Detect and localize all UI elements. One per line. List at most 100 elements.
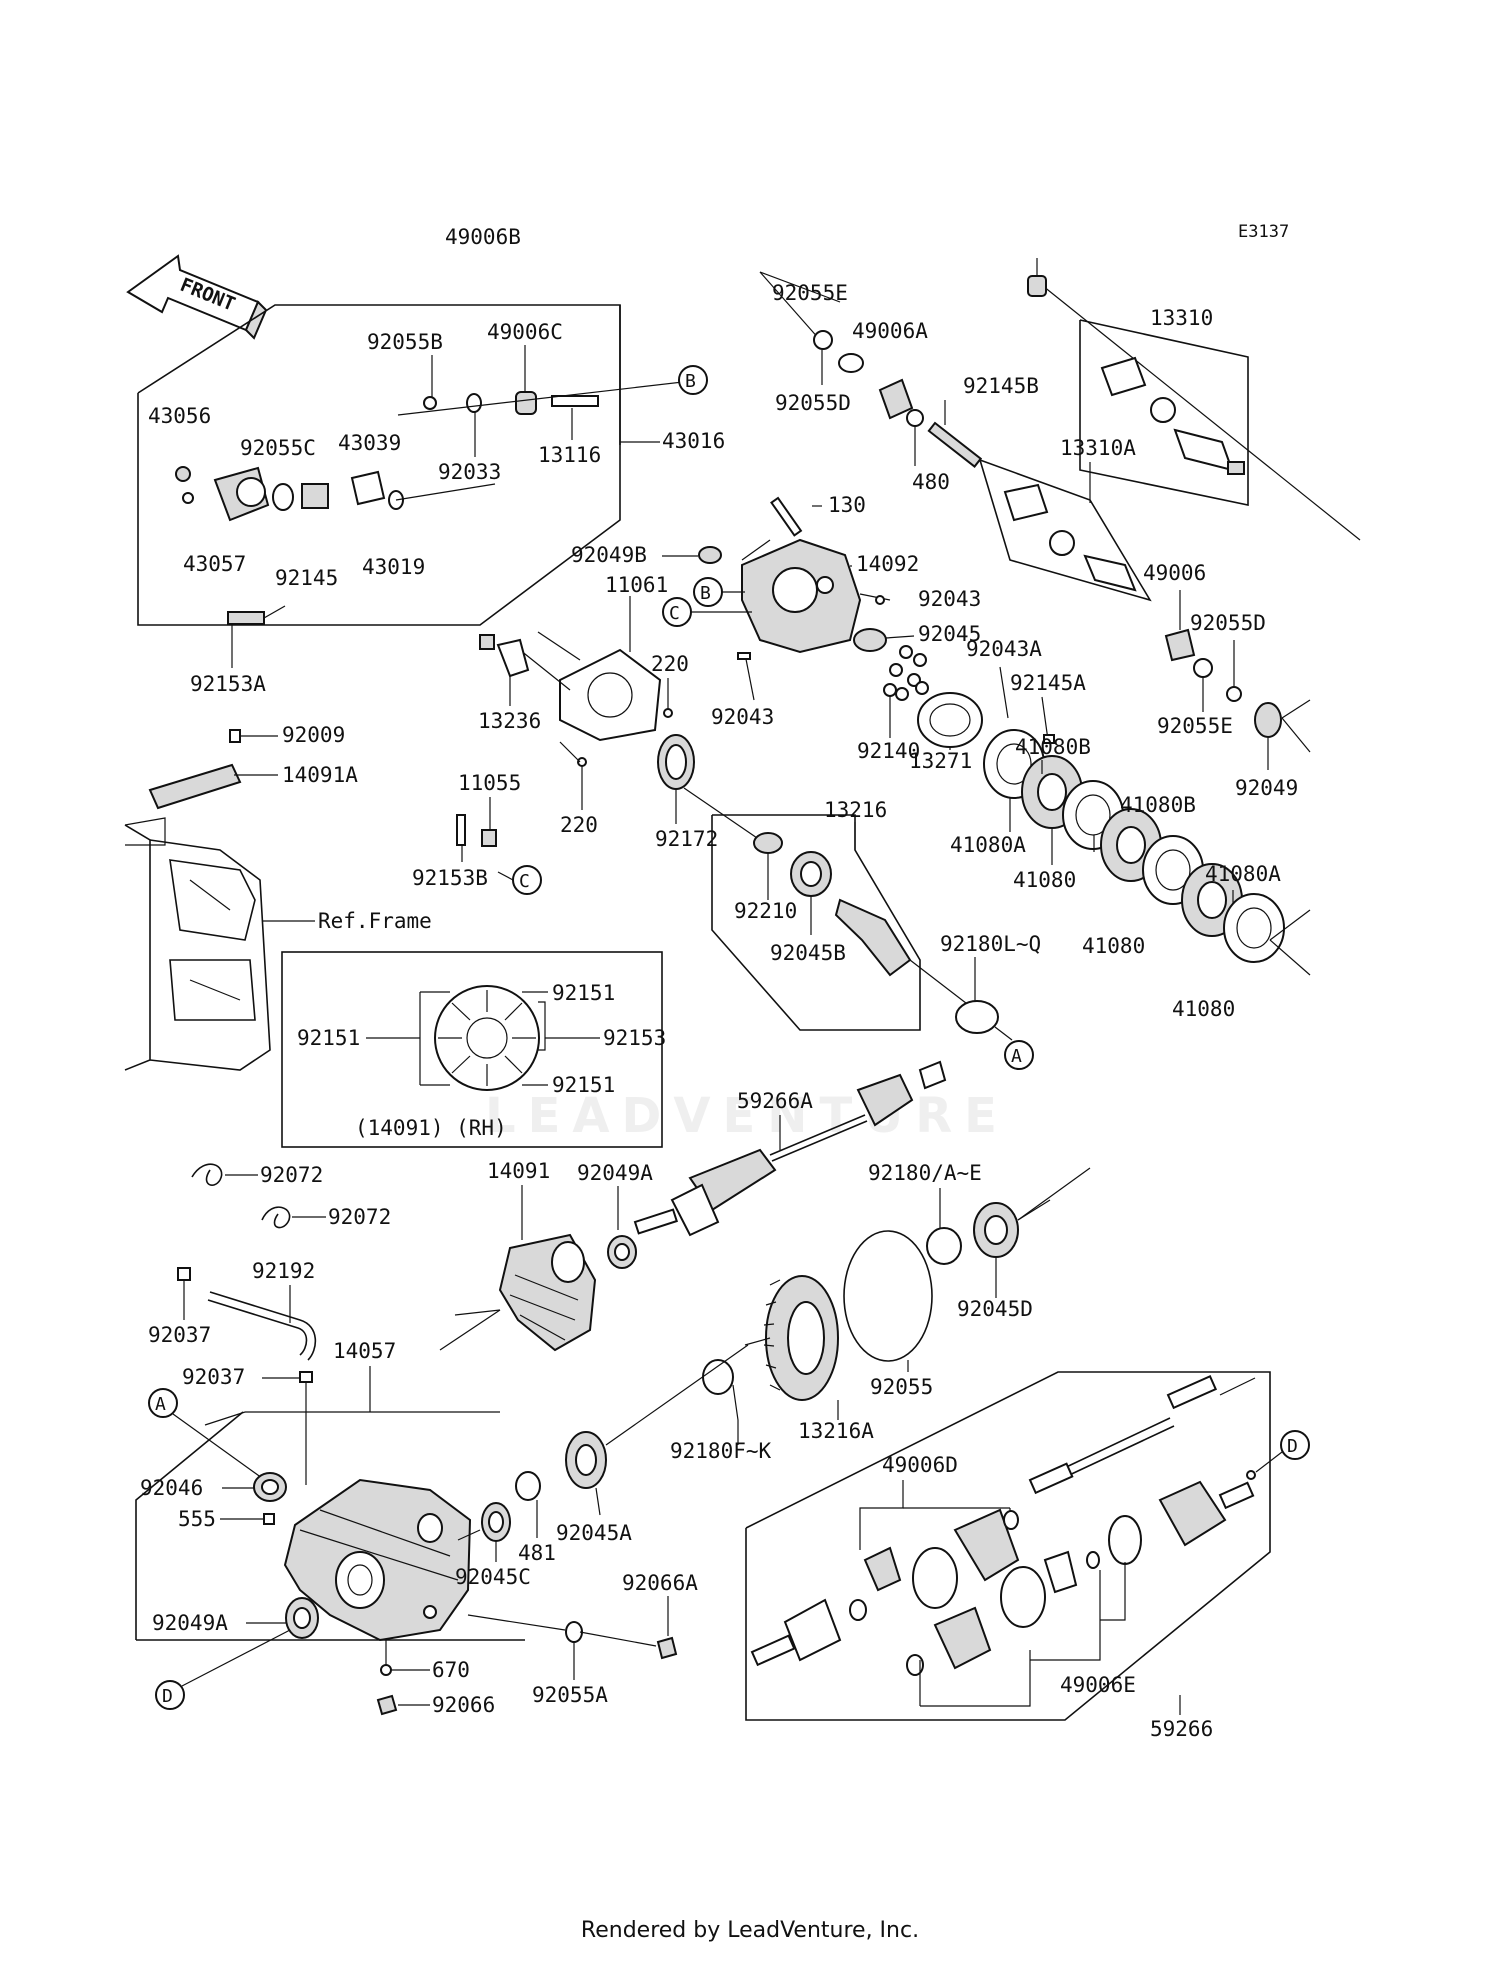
cover-14091 — [498, 1233, 597, 1352]
part-label-92009: 92009 — [282, 723, 345, 747]
part-label-92145A: 92145A — [1010, 671, 1086, 695]
yoke-13310A-a — [1003, 483, 1049, 522]
drain-plug-92066 — [376, 1694, 398, 1716]
part-label-92055: 92055 — [870, 1375, 933, 1399]
part-label-59266A: 59266A — [737, 1089, 813, 1113]
svg-text:A: A — [155, 1394, 166, 1415]
screw-92009 — [229, 729, 241, 743]
part-label-92210: 92210 — [734, 899, 797, 923]
part-label-92055D-top: 92055D — [775, 391, 851, 415]
pressure-ring-13271 — [917, 692, 983, 748]
part-label-49006D: 49006D — [882, 1453, 958, 1477]
o-ring-92055A — [565, 1621, 583, 1643]
cv-cage — [863, 1546, 902, 1592]
part-label-43057: 43057 — [183, 552, 246, 576]
part-label-13216A: 13216A — [798, 1419, 874, 1443]
part-label-92140: 92140 — [857, 739, 920, 763]
seal-49006C — [515, 391, 537, 415]
part-label-480: 480 — [912, 470, 950, 494]
circlip-481 — [515, 1471, 541, 1501]
part-label-41080-2: 41080 — [1082, 934, 1145, 958]
bushing-11055 — [481, 829, 497, 847]
part-label-14091: 14091 — [487, 1159, 550, 1183]
part-label-14092: 14092 — [856, 552, 919, 576]
part-label-220-bottom: 220 — [560, 813, 598, 837]
skid-plate-14091A — [148, 763, 242, 810]
part-label-13271: 13271 — [909, 749, 972, 773]
part-label-92192: 92192 — [252, 1259, 315, 1283]
part-label-92037-2: 92037 — [182, 1365, 245, 1389]
part-label-92180FK: 92180F~K — [670, 1439, 772, 1463]
part-label-92046: 92046 — [140, 1476, 203, 1500]
part-label-670: 670 — [432, 1658, 470, 1682]
diagram-code: E3137 — [1238, 222, 1289, 242]
cv-joint-outer-59266 — [1158, 1480, 1227, 1547]
balls-92140 — [883, 645, 929, 701]
part-label-11055: 11055 — [458, 771, 521, 795]
part-label-92055C: 92055C — [240, 436, 316, 460]
shim-92180F-K — [702, 1359, 734, 1395]
part-label-43039: 43039 — [338, 431, 401, 455]
shim-92180A-E — [926, 1227, 962, 1265]
yoke-13310-a — [1100, 356, 1147, 397]
pinion-gear-13216 — [834, 898, 912, 977]
cross-13310 — [1150, 397, 1176, 423]
part-label-41080-3: 41080 — [1172, 997, 1235, 1021]
part-label-92049: 92049 — [1235, 776, 1298, 800]
o-ring-480 — [906, 409, 924, 427]
spring-92145 — [301, 483, 329, 509]
part-label-220-top: 220 — [651, 652, 689, 676]
part-label-13236: 13236 — [478, 709, 541, 733]
boot-49006E — [933, 1606, 992, 1670]
part-label-43056: 43056 — [148, 404, 211, 428]
part-label-13310: 13310 — [1150, 306, 1213, 330]
part-label-41080A-1: 41080A — [950, 833, 1026, 857]
ref-frame-label: Ref.Frame — [318, 909, 432, 933]
part-label-14091A: 14091A — [282, 763, 358, 787]
clamp-92072-2 — [261, 1206, 291, 1229]
svg-text:B: B — [685, 371, 696, 392]
o-ring-92055B — [423, 396, 437, 410]
plug-92066A — [656, 1636, 678, 1660]
part-label-92072-2: 92072 — [328, 1205, 391, 1229]
part-label-14057: 14057 — [333, 1339, 396, 1363]
footer-credit: Rendered by LeadVenture, Inc. — [580, 1918, 920, 1943]
callout-a-diff: A — [148, 1388, 263, 1479]
axle-shaft-59266 — [1028, 1374, 1218, 1495]
part-label-92045B: 92045B — [770, 941, 846, 965]
bolt-92153B — [456, 814, 466, 846]
part-label-41080B-1: 41080B — [1015, 735, 1091, 759]
part-label-92043A: 92043A — [966, 637, 1042, 661]
part-label-49006E: 49006E — [1060, 1673, 1136, 1697]
cv-joint-inner-59266 — [783, 1598, 842, 1662]
callout-d-axle: D — [1255, 1430, 1310, 1473]
axle-59266A — [633, 1060, 947, 1237]
nut-43039 — [350, 470, 386, 506]
part-label-92145: 92145 — [275, 566, 338, 590]
part-label-92180AE: 92180/A~E — [868, 1161, 982, 1185]
shaft-13116 — [551, 395, 599, 407]
part-label-41080B-2: 41080B — [1120, 793, 1196, 817]
part-label-92055E-right: 92055E — [1157, 714, 1233, 738]
yoke-13310-b — [1173, 428, 1234, 472]
part-label-49006A: 49006A — [852, 319, 928, 343]
boot-49006D — [953, 1508, 1020, 1582]
svg-text:D: D — [1287, 1436, 1298, 1457]
part-label-92043-bottom: 92043 — [711, 705, 774, 729]
part-label-92066A: 92066A — [622, 1571, 698, 1595]
o-ring-92055E — [813, 330, 833, 350]
svg-text:C: C — [669, 603, 680, 624]
svg-text:D: D — [162, 1686, 173, 1707]
part-label-92180LQ: 92180L~Q — [940, 932, 1041, 956]
o-ring-92055 — [843, 1230, 933, 1362]
part-label-92153A: 92153A — [190, 672, 266, 696]
part-label-92072-1: 92072 — [260, 1163, 323, 1187]
cv-bearing — [1043, 1550, 1078, 1594]
svg-text:B: B — [700, 583, 711, 604]
callout-c-housing: C — [662, 597, 752, 627]
seal-49006B — [1027, 275, 1047, 297]
part-label-92055B: 92055B — [367, 330, 443, 354]
screw-43056 — [175, 466, 191, 482]
part-label-92049A-bottom: 92049A — [152, 1611, 228, 1635]
